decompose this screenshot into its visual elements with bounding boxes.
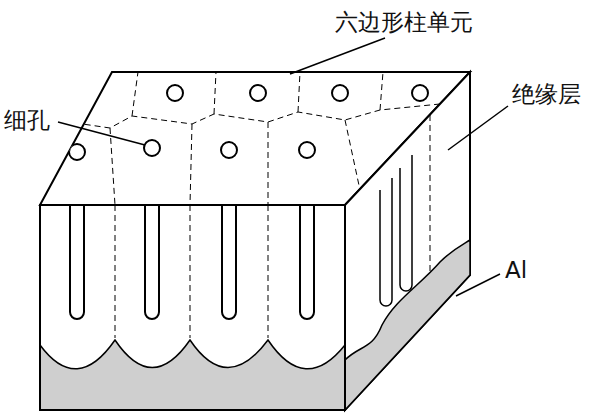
side-pore — [380, 178, 392, 306]
front-face — [40, 205, 345, 410]
part-label: 细孔 — [4, 108, 50, 133]
part-label: 六边形柱单元 — [335, 10, 473, 35]
front-outline — [40, 205, 345, 410]
side-face — [345, 72, 470, 410]
pores — [70, 206, 314, 319]
cell-boundary — [430, 115, 431, 275]
leader-lines — [58, 38, 508, 296]
cell-boundaries — [115, 205, 268, 338]
pore-openings — [69, 85, 428, 160]
part-label: Al — [505, 258, 527, 283]
part-label: 绝缘层 — [512, 82, 581, 107]
side-pore — [400, 155, 412, 291]
front-aluminium — [40, 340, 345, 410]
